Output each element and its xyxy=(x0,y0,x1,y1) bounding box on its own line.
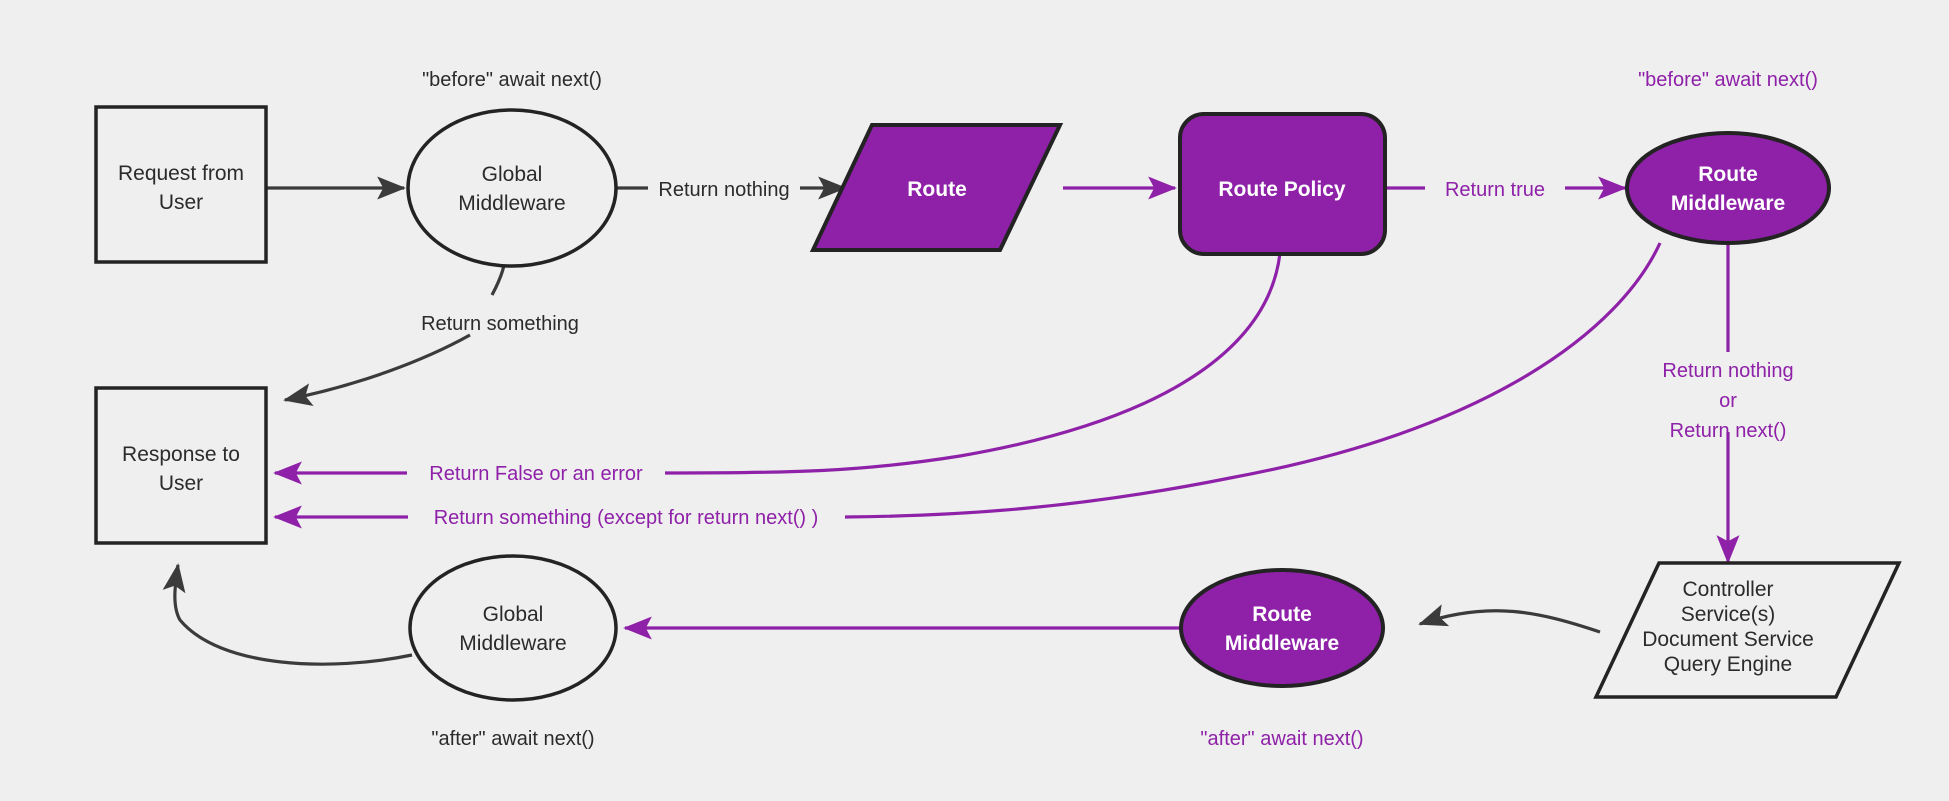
global-middleware-top-label-line1: Global xyxy=(482,163,543,186)
node-route-middleware-top[interactable]: Route Middleware xyxy=(1625,131,1831,245)
global-middleware-bottom-label-line2: Middleware xyxy=(459,632,566,655)
edge-label-return-true: Return true xyxy=(1445,179,1545,201)
route-middleware-top-label-line2: Middleware xyxy=(1671,192,1785,215)
edge-label-return-nothing-line1: Return nothing xyxy=(1662,360,1793,382)
edge-policy-return-false-curve xyxy=(664,252,1282,475)
edge-label-return-something-global: Return something xyxy=(421,313,579,335)
global-middleware-top-shape xyxy=(406,108,618,268)
edge-label-return-nothing-global: Return nothing xyxy=(658,179,789,201)
route-policy-shape xyxy=(1178,112,1387,256)
edge-global-return-something-lower xyxy=(283,333,471,407)
annotation-before-await-next-global: "before" await next() xyxy=(422,69,602,91)
global-middleware-bottom-label-line1: Global xyxy=(483,603,544,626)
controller-stack-label-line3: Document Service xyxy=(1642,628,1814,651)
route-middleware-top-label-line1: Route xyxy=(1698,163,1758,186)
edge-global-mw-bottom-to-response xyxy=(162,563,413,666)
annotation-after-await-next-route: "after" await next() xyxy=(1200,728,1363,750)
node-global-middleware-bottom[interactable]: Global Middleware xyxy=(408,554,618,702)
annotation-after-await-next-global: "after" await next() xyxy=(431,728,594,750)
node-response-to-user[interactable]: Response to User xyxy=(94,386,268,545)
node-route[interactable]: Route xyxy=(809,123,1064,252)
controller-stack-shape xyxy=(1593,561,1902,699)
route-label: Route xyxy=(907,178,967,201)
edge-label-return-something-except: Return something (except for return next… xyxy=(434,507,819,529)
route-middleware-top-shape xyxy=(1625,131,1831,245)
annotation-before-await-next-route: "before" await next() xyxy=(1638,69,1818,91)
route-middleware-bottom-label-line1: Route xyxy=(1252,603,1312,626)
route-middleware-bottom-shape xyxy=(1179,568,1385,688)
edge-label-return-nothing-line2: or xyxy=(1719,390,1737,412)
edge-controller-to-route-mw-bottom xyxy=(1418,604,1601,634)
global-middleware-top-label-line2: Middleware xyxy=(458,192,565,215)
route-middleware-bottom-label-line2: Middleware xyxy=(1225,632,1339,655)
node-global-middleware-top[interactable]: Global Middleware xyxy=(406,108,618,268)
controller-stack-label-line4: Query Engine xyxy=(1664,653,1792,676)
request-from-user-shape xyxy=(94,105,268,264)
node-controller-stack[interactable]: Controller Service(s) Document Service Q… xyxy=(1593,561,1902,699)
node-route-middleware-bottom[interactable]: Route Middleware xyxy=(1179,568,1385,688)
route-policy-label: Route Policy xyxy=(1218,178,1346,201)
request-from-user-label-line1: Request from xyxy=(118,162,244,185)
global-middleware-bottom-shape xyxy=(408,554,618,702)
node-request-from-user[interactable]: Request from User xyxy=(94,105,268,264)
edge-label-return-false-or-error: Return False or an error xyxy=(429,463,643,485)
controller-stack-label-line1: Controller xyxy=(1682,578,1773,601)
edge-route-mw-return-something-curve xyxy=(844,242,1662,519)
response-to-user-shape xyxy=(94,386,268,545)
response-to-user-label-line2: User xyxy=(159,472,203,495)
route-shape xyxy=(809,123,1064,252)
node-route-policy[interactable]: Route Policy xyxy=(1178,112,1387,256)
edge-label-return-nothing-line3: Return next() xyxy=(1670,420,1787,442)
response-to-user-label-line1: Response to xyxy=(122,443,240,466)
controller-stack-label-line2: Service(s) xyxy=(1681,603,1776,626)
request-from-user-label-line2: User xyxy=(159,191,203,214)
